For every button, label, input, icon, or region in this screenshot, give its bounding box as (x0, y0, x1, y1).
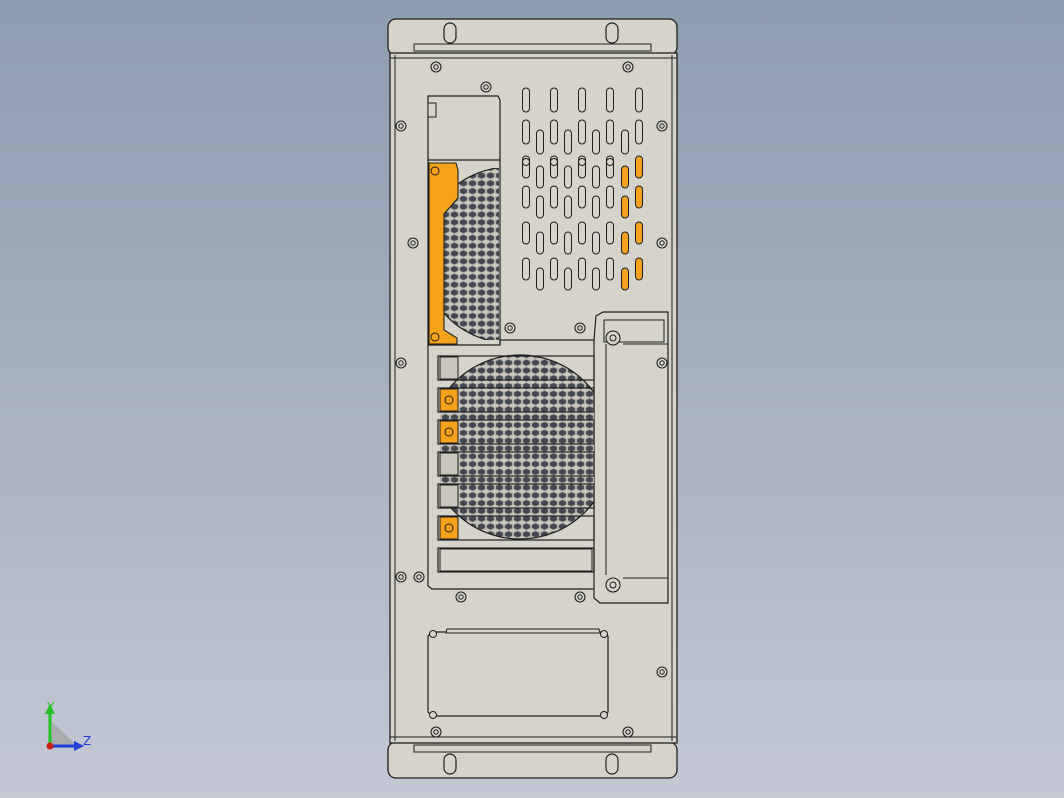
vent-slot (578, 119, 586, 145)
screw (395, 120, 407, 132)
upper-rear-plate (427, 95, 501, 161)
vent-slot (564, 129, 572, 155)
expansion-slot-cover (437, 547, 595, 573)
pc-case-rear-panel (387, 18, 678, 779)
screw (656, 237, 668, 249)
vent-slot (550, 185, 558, 209)
vent-slot (635, 87, 643, 113)
vent-slot (578, 221, 586, 245)
vent-hole (606, 158, 614, 166)
expansion-slot-cover (437, 419, 595, 445)
mounting-slot (443, 753, 457, 775)
vent-slot (536, 165, 544, 189)
mounting-slot (443, 22, 457, 44)
screw (574, 591, 586, 603)
ventilation-slots (522, 87, 643, 291)
fan-bracket-highlight (428, 162, 459, 345)
screw (407, 237, 419, 249)
vent-hole (522, 158, 530, 166)
expansion-slot-cover (437, 387, 595, 413)
screw (395, 571, 407, 583)
vent-hole (578, 158, 586, 166)
vent-slot (606, 185, 614, 209)
vent-slot (592, 165, 600, 189)
vent-slot (578, 257, 586, 281)
y-axis-label: Y (46, 700, 55, 714)
vent-slot (592, 267, 600, 291)
psu-opening (427, 628, 609, 719)
exhaust-fan-grille-upper (441, 168, 499, 340)
expansion-slot-cover (437, 355, 595, 381)
expansion-slot-cover (437, 483, 595, 509)
vent-slot (578, 87, 586, 113)
screw (656, 666, 668, 678)
vent-slot (522, 221, 530, 245)
expansion-slot-cover (437, 515, 595, 541)
screw (430, 61, 442, 73)
vent-slot (550, 221, 558, 245)
screw (455, 591, 467, 603)
vent-slot (592, 231, 600, 255)
vent-slot (564, 165, 572, 189)
main-rear-plate (427, 311, 669, 604)
vent-slot (592, 195, 600, 219)
vent-slot (522, 185, 530, 209)
screw (656, 357, 668, 369)
screw (622, 726, 634, 738)
screw (413, 571, 425, 583)
vent-slot (522, 87, 530, 113)
vent-slot (522, 257, 530, 281)
side-access-panel (603, 319, 668, 593)
vent-slot (635, 221, 643, 245)
vent-slot (621, 129, 629, 155)
exhaust-fan-grille-lower (440, 354, 594, 540)
vent-slot (606, 257, 614, 281)
screw (430, 726, 442, 738)
vent-slot (635, 155, 643, 179)
vent-slot (592, 129, 600, 155)
vent-slot (635, 185, 643, 209)
vent-slot (564, 231, 572, 255)
vent-slot (564, 267, 572, 291)
vent-slot (606, 221, 614, 245)
vent-slot (578, 185, 586, 209)
vent-slot (635, 119, 643, 145)
vent-slot (550, 87, 558, 113)
vent-slot (621, 231, 629, 255)
vent-slot (550, 257, 558, 281)
vent-hole (550, 158, 558, 166)
screw (656, 120, 668, 132)
vent-slot (621, 165, 629, 189)
expansion-slot-cover (437, 451, 595, 477)
screw (395, 357, 407, 369)
screw (622, 61, 634, 73)
vent-slot (606, 119, 614, 145)
origin-point (46, 742, 54, 750)
screw (504, 322, 516, 334)
z-axis-label: Z (83, 734, 91, 748)
vent-slot (536, 129, 544, 155)
vent-slot (621, 267, 629, 291)
vent-slot (536, 231, 544, 255)
vent-slot (621, 195, 629, 219)
coordinate-triad: Y Z (45, 700, 91, 751)
mounting-slot (605, 753, 619, 775)
vent-slot (536, 195, 544, 219)
vent-slot (522, 119, 530, 145)
screw (480, 81, 492, 93)
vent-slot (635, 257, 643, 281)
vent-slot (550, 119, 558, 145)
screw (574, 322, 586, 334)
vent-slot (564, 195, 572, 219)
mounting-slot (605, 22, 619, 44)
vent-slot (606, 87, 614, 113)
screw-set (395, 61, 668, 738)
expansion-slot-area (437, 354, 595, 573)
vent-slot (536, 267, 544, 291)
